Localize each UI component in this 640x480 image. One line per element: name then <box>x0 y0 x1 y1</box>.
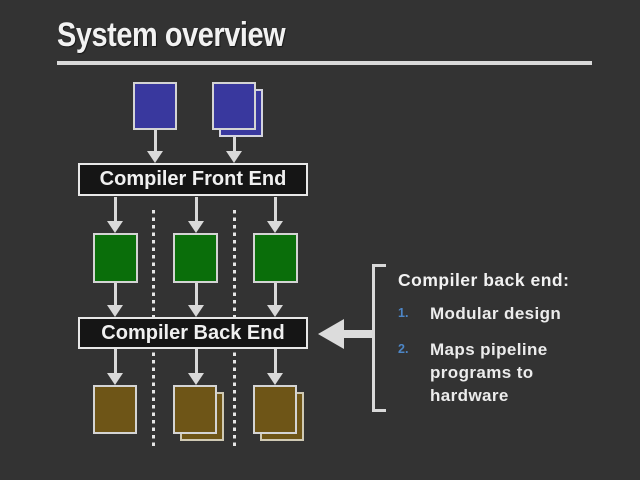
output-node <box>93 385 137 434</box>
annotation-item: 2. Maps pipeline programs to hardware <box>398 338 580 407</box>
down-arrow <box>267 197 283 233</box>
arrowhead-icon <box>147 151 163 163</box>
arrowhead-icon <box>188 221 204 233</box>
annotation-item: 1. Modular design <box>398 302 580 325</box>
down-arrow <box>267 283 283 317</box>
down-arrow <box>107 197 123 233</box>
output-node-stacked <box>173 385 217 434</box>
ir-node <box>93 233 138 283</box>
back-end-box: Compiler Back End <box>78 317 308 349</box>
list-item-text: Modular design <box>430 304 562 323</box>
arrowhead-icon <box>267 221 283 233</box>
arrowhead-icon <box>188 373 204 385</box>
ir-node <box>253 233 298 283</box>
front-end-box: Compiler Front End <box>78 163 308 196</box>
down-arrow <box>188 283 204 317</box>
arrowhead-icon <box>107 305 123 317</box>
arrowhead-icon <box>107 373 123 385</box>
down-arrow <box>147 130 163 163</box>
arrowhead-icon <box>107 221 123 233</box>
arrowhead-icon <box>267 373 283 385</box>
down-arrow <box>107 283 123 317</box>
down-arrow <box>226 137 242 163</box>
list-number: 1. <box>398 305 409 320</box>
input-node-stacked <box>212 82 256 130</box>
arrowhead-icon <box>188 305 204 317</box>
back-end-label: Compiler Back End <box>101 321 285 344</box>
input-node <box>133 82 177 130</box>
front-end-label: Compiler Front End <box>99 168 287 190</box>
down-arrow <box>188 197 204 233</box>
annotation-heading: Compiler back end: <box>398 270 570 290</box>
arrowhead-icon <box>226 151 242 163</box>
arrowhead-icon <box>267 305 283 317</box>
callout-left-arrow-icon <box>318 319 344 349</box>
list-number: 2. <box>398 341 409 356</box>
down-arrow <box>188 349 204 385</box>
down-arrow <box>107 349 123 385</box>
bracket-vertical <box>372 264 375 412</box>
list-item-text: Maps pipeline programs to hardware <box>430 340 548 405</box>
page-title: System overview <box>57 16 286 54</box>
down-arrow <box>267 349 283 385</box>
output-node-stacked <box>253 385 297 434</box>
bracket-bottom-tick <box>372 409 386 412</box>
bracket-top-tick <box>372 264 386 267</box>
ir-node <box>173 233 218 283</box>
callout-arrow-shaft <box>343 330 374 338</box>
title-underline <box>57 61 592 65</box>
